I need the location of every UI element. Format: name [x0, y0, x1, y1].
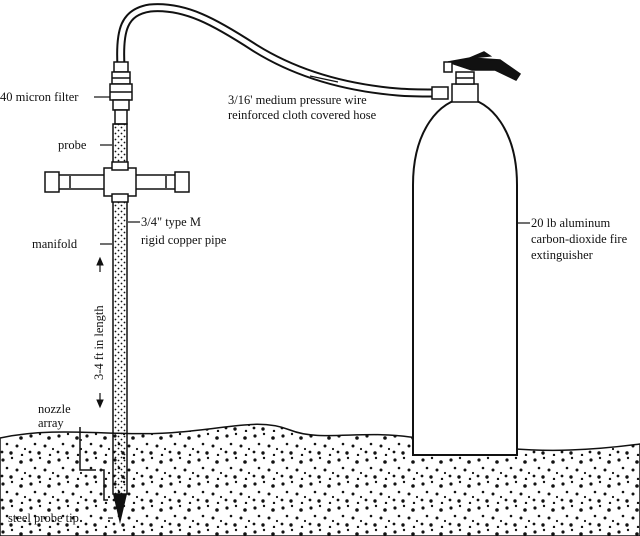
probe-tip: [113, 494, 127, 524]
label-tip: steel probe tip: [8, 511, 79, 525]
label-length: 3-4 ft in length: [92, 305, 106, 380]
label-nozzle-line1: nozzle: [38, 402, 71, 416]
hose: [116, 3, 439, 98]
label-pipe-line1: 3/4" type M: [141, 215, 201, 229]
label-extinguisher-line2: carbon-dioxide fire: [531, 232, 628, 246]
extinguisher-valve: [443, 51, 522, 103]
label-pipe-line2: rigid copper pipe: [141, 233, 227, 247]
label-filter: 40 micron filter: [0, 90, 79, 104]
leader-lines: [94, 75, 530, 519]
label-extinguisher-line1: 20 lb aluminum: [531, 216, 610, 230]
ground: [0, 423, 640, 536]
length-arrows: [96, 256, 104, 409]
extinguisher-body: [412, 96, 518, 456]
manifold-cross: [44, 161, 190, 203]
label-extinguisher-line3: extinguisher: [531, 248, 594, 262]
filter-assembly: [109, 61, 133, 125]
label-manifold: manifold: [32, 237, 78, 251]
label-hose-line2: reinforced cloth covered hose: [228, 108, 377, 122]
label-nozzle-line2: array: [38, 416, 64, 430]
hose-fitting: [431, 86, 449, 100]
label-hose-line1: 3/16' medium pressure wire: [228, 93, 367, 107]
nozzle-array-bracket: [79, 427, 108, 501]
label-probe: probe: [58, 138, 87, 152]
